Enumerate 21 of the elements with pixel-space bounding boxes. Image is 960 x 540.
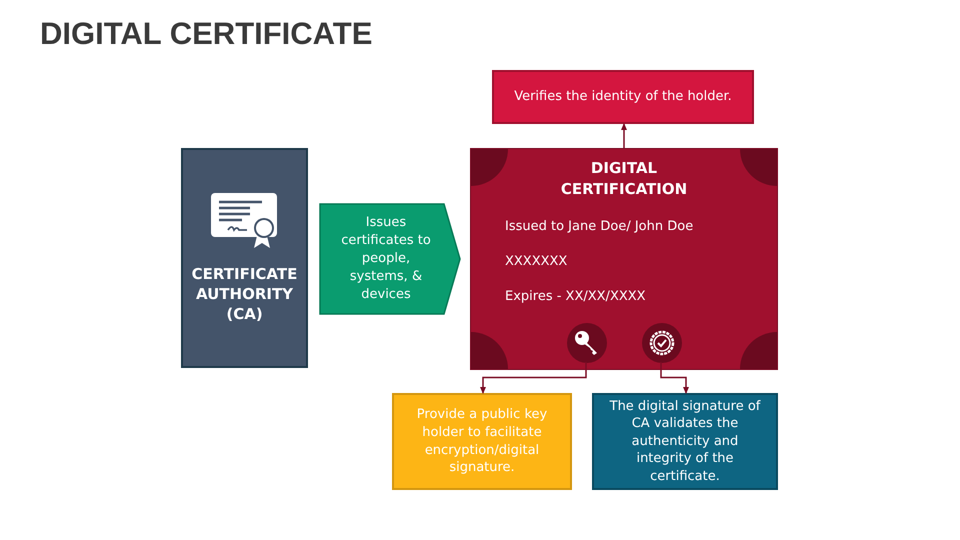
chevron-text: Issues certificates to people, systems, & devices [340,214,432,304]
box-heading: CERTIFICATE AUTHORITY (CA) [192,264,298,324]
chevron-arrow-box [319,203,461,315]
box-text: The digital signature of CA validates the authenticity and integrity of the certificate. [608,398,762,486]
info-box [492,70,754,124]
certificate-card [470,148,778,370]
icon-circle [642,323,682,363]
card-text: XXXXXXX [505,254,568,269]
connector-arrow [621,123,627,148]
authority-box [181,148,308,368]
card-text: Expires - XX/XX/XXXX [505,289,646,304]
box-text: Provide a public key holder to facilitate encryption/digital signature. [416,406,548,477]
connector-arrow [660,362,689,394]
info-box [392,393,572,490]
connector-arrow [480,362,587,394]
icon-circle [567,323,607,363]
card-text: Issued to Jane Doe/ John Doe [505,219,694,234]
box-text: Verifies the identity of the holder. [514,88,732,106]
card-heading: DIGITAL CERTIFICATION [560,159,688,198]
title: DIGITAL CERTIFICATE [40,16,372,52]
info-box [592,393,778,490]
